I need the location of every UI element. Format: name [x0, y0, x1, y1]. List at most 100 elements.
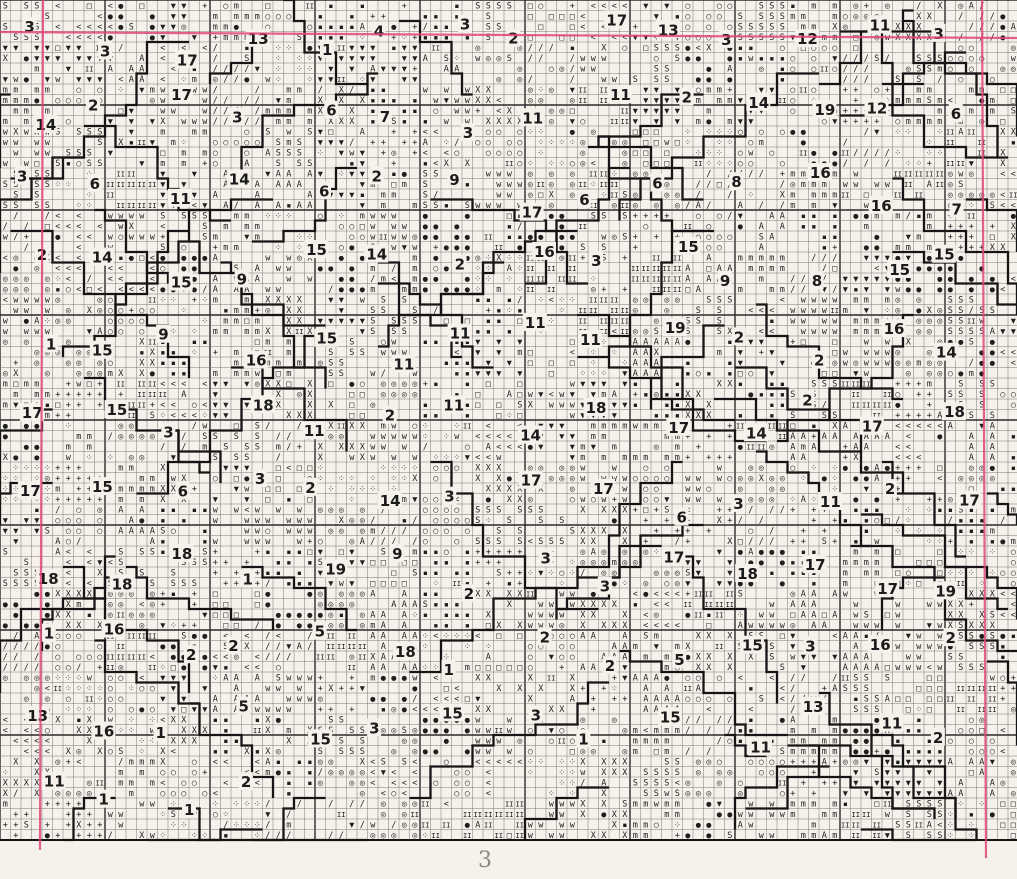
stitch-symbol: ◎	[612, 138, 617, 148]
stitch-symbol: A	[696, 285, 701, 295]
region-number: 5	[239, 698, 249, 716]
stitch-symbol: X	[160, 463, 166, 473]
stitch-symbol: ▼	[664, 1, 670, 11]
stitch-symbol: ○	[171, 789, 176, 799]
stitch-symbol: II	[474, 811, 482, 819]
stitch-symbol: □	[307, 547, 312, 557]
stitch-symbol: II	[705, 601, 713, 609]
stitch-symbol: ●	[706, 799, 712, 809]
stitch-symbol: II	[778, 422, 786, 430]
stitch-symbol: A	[958, 778, 963, 788]
stitch-symbol: □	[265, 495, 270, 505]
stitch-symbol: ⁘	[558, 138, 565, 148]
stitch-symbol: ▼	[486, 358, 492, 368]
stitch-symbol: S	[675, 54, 680, 64]
stitch-symbol: /	[853, 54, 858, 64]
stitch-symbol: ▪	[444, 358, 449, 368]
stitch-symbol: m	[664, 747, 669, 757]
stitch-symbol: ○	[433, 778, 438, 788]
stitch-symbol: ●	[34, 421, 40, 431]
stitch-symbol: ▪	[202, 505, 207, 515]
stitch-symbol: □	[486, 621, 491, 631]
stitch-symbol: ◎	[948, 169, 953, 179]
stitch-symbol: m	[286, 106, 291, 116]
stitch-symbol: S	[990, 411, 995, 421]
stitch-symbol: ●	[202, 253, 208, 263]
stitch-symbol: ⁘	[789, 495, 796, 505]
stitch-symbol: S	[675, 43, 680, 53]
stitch-symbol: II	[610, 181, 618, 189]
stitch-symbol: □	[517, 379, 522, 389]
stitch-symbol: ⁘	[159, 831, 166, 841]
stitch-symbol: II	[894, 191, 902, 199]
stitch-symbol: II	[946, 695, 954, 703]
stitch-symbol: w	[538, 610, 544, 620]
region-number-backdrop	[867, 15, 892, 34]
stitch-symbol: w	[255, 505, 261, 515]
stitch-symbol: <	[55, 211, 60, 221]
stitch-symbol: S	[780, 747, 785, 757]
stitch-symbol: S	[622, 799, 627, 809]
stitch-symbol: +	[192, 295, 197, 305]
stitch-symbol: II	[600, 86, 608, 94]
stitch-symbol: <	[1000, 169, 1005, 179]
stitch-symbol: ●	[864, 463, 870, 473]
stitch-symbol: <	[276, 631, 281, 641]
stitch-symbol: II	[610, 118, 618, 126]
stitch-symbol: w	[496, 169, 502, 179]
stitch-symbol: ○	[97, 85, 102, 95]
stitch-symbol: A	[780, 211, 785, 221]
stitch-symbol: S	[643, 789, 648, 799]
stitch-symbol: A	[853, 442, 858, 452]
stitch-symbol: A	[822, 432, 827, 442]
stitch-symbol: ◎	[622, 159, 627, 169]
stitch-symbol: m	[916, 117, 921, 127]
stitch-symbol: S	[34, 1, 39, 11]
stitch-symbol: ⁘	[621, 358, 628, 368]
stitch-symbol: m	[664, 453, 669, 463]
stitch-symbol: S	[3, 180, 8, 190]
stitch-symbol: <	[643, 610, 648, 620]
stitch-symbol: <	[906, 453, 911, 463]
stitch-symbol: ▼	[13, 526, 19, 536]
stitch-symbol: ◎	[412, 747, 417, 757]
stitch-symbol: ○	[55, 652, 60, 662]
stitch-symbol: X	[34, 789, 40, 799]
stitch-symbol: II	[579, 317, 587, 325]
region-number: 14	[748, 94, 769, 112]
stitch-symbol: m	[811, 22, 816, 32]
stitch-symbol: ○	[150, 705, 155, 715]
stitch-symbol: w	[895, 600, 901, 610]
stitch-symbol: II	[915, 191, 923, 199]
stitch-symbol: ○	[433, 526, 438, 536]
stitch-symbol: +	[633, 211, 638, 221]
stitch-symbol: ●	[895, 253, 901, 263]
stitch-symbol: <	[255, 663, 260, 673]
stitch-symbol: ◎	[412, 726, 417, 736]
region-outline	[607, 229, 714, 357]
stitch-symbol: ▼	[643, 106, 649, 116]
stitch-symbol: ▼	[885, 768, 891, 778]
stitch-symbol: □	[139, 253, 144, 263]
stitch-symbol: ◎	[496, 75, 501, 85]
stitch-symbol: ▼	[181, 12, 187, 22]
stitch-symbol: ▼	[328, 190, 334, 200]
stitch-symbol: S	[969, 327, 974, 337]
stitch-symbol: <	[108, 558, 113, 568]
stitch-symbol: ▼	[622, 673, 628, 683]
stitch-symbol: ▪	[675, 400, 680, 410]
stitch-symbol: S	[3, 201, 8, 211]
stitch-symbol: ▼	[654, 117, 660, 127]
stitch-symbol: w	[601, 495, 607, 505]
region-number-backdrop	[98, 41, 112, 60]
stitch-symbol: +	[66, 820, 71, 830]
stitch-symbol: ▪	[223, 306, 228, 316]
stitch-symbol: □	[1011, 85, 1016, 95]
stitch-symbol: S	[717, 316, 722, 326]
stitch-symbol: A	[832, 589, 837, 599]
stitch-symbol: ◎	[664, 295, 669, 305]
stitch-symbol: ◎	[769, 495, 774, 505]
stitch-symbol: ●	[895, 400, 901, 410]
stitch-symbol: ⁘	[2, 474, 9, 484]
stitch-symbol: ⁘	[558, 757, 565, 767]
